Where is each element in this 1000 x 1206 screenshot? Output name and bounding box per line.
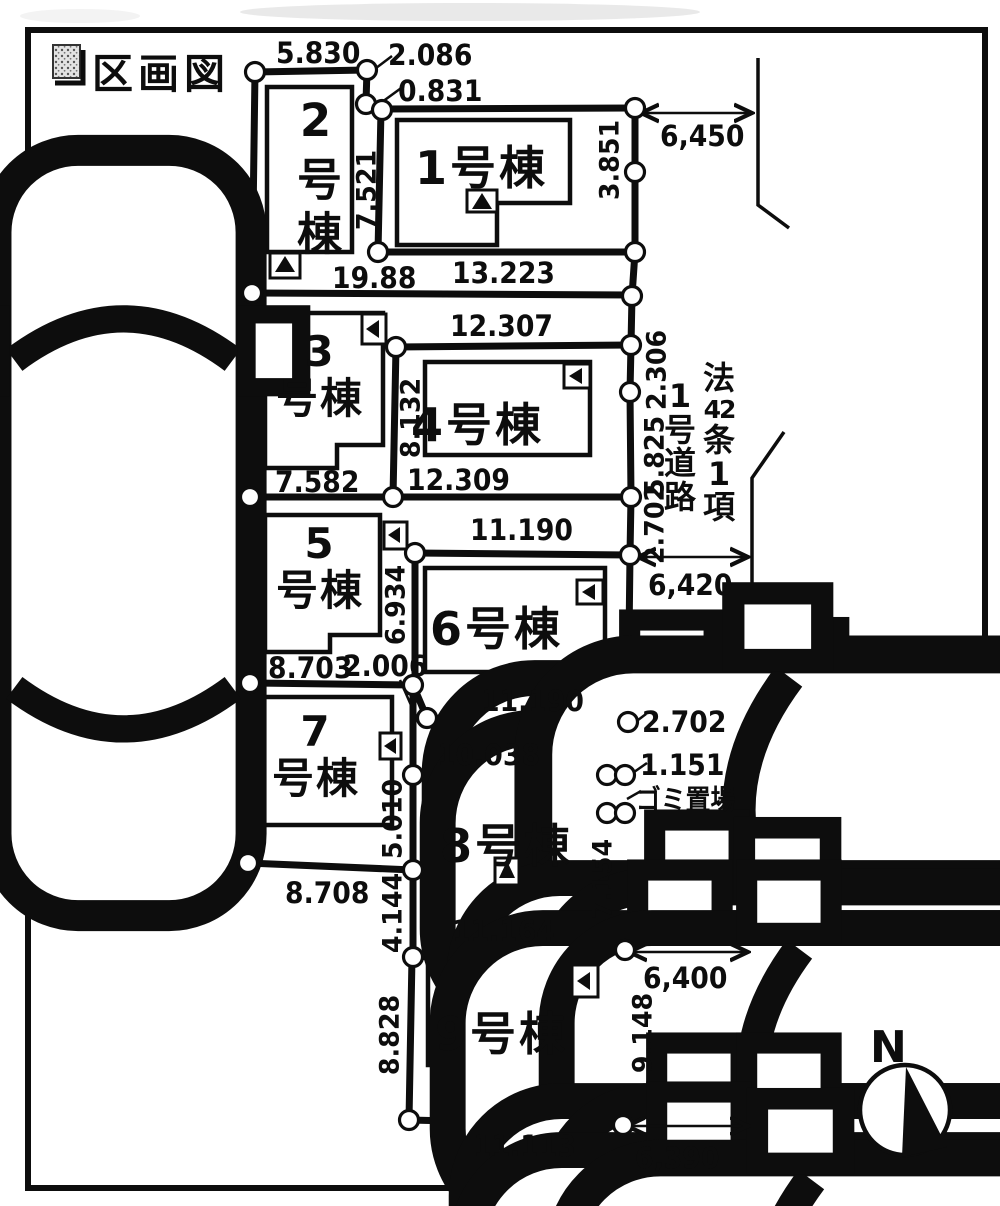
triangle-marker-lot4	[562, 362, 592, 390]
triangle-marker-lot9	[570, 963, 600, 999]
triangle-marker-lot3	[360, 312, 388, 346]
dim-lot1-parking-side: 3.851	[594, 119, 626, 201]
dim-lot7-bottom: 8.708	[285, 876, 370, 910]
road-name-char: 道	[664, 444, 697, 483]
dim-road-width-bottom: 6,390	[635, 1141, 720, 1175]
dim-lot4-top: 12.307	[450, 309, 553, 343]
compass-north-label: N	[870, 1022, 907, 1073]
road-law-char: 法	[703, 359, 736, 397]
triangle-marker-lot6	[575, 578, 605, 606]
lot-4-label: 4号棟	[411, 398, 545, 452]
lot-8-label: 8号棟	[440, 819, 574, 873]
triangle-marker-lot7	[378, 731, 403, 761]
lot-5-suffix: 号棟	[275, 566, 364, 616]
dim-lot2-top-width: 5.830	[276, 36, 361, 70]
lot-9-label: 9号棟	[435, 1007, 569, 1061]
triangle-marker-lot2	[268, 251, 302, 280]
road-law-char: 42	[703, 394, 737, 424]
dim-lot3-bottom: 7.582	[275, 465, 360, 499]
road-name-label: 1 号 道 路	[664, 380, 696, 514]
triangle-marker-lot5	[382, 520, 409, 551]
boundary-point-markers	[236, 58, 647, 1137]
dim-road-width-top: 6,450	[660, 119, 745, 153]
dim-garbage-offset-b: 1.151	[640, 748, 725, 782]
road-name-char: 路	[664, 477, 697, 516]
dim-lot8-top: 10.038	[437, 738, 540, 772]
dim-lot9-side-left: 8.828	[374, 994, 406, 1076]
dim-row1-bottom-total: 19.88	[332, 261, 417, 295]
dim-lot5-bottom-a: 8.703	[268, 651, 353, 685]
lot-7-number: 7	[300, 707, 332, 756]
dim-lot1-bottom: 13.223	[452, 256, 555, 290]
lot-6-label: 6号棟	[430, 602, 564, 656]
road-law-char: 項	[703, 488, 736, 527]
triangle-marker-lot8	[493, 856, 521, 887]
road-name-char: 1	[668, 377, 692, 415]
dim-jog-b: 0.831	[398, 74, 483, 108]
lot-1-label: 1号棟	[415, 141, 549, 195]
page-title: 区画図	[92, 50, 230, 98]
garbage-storage-label: ゴミ置場	[636, 785, 736, 816]
lot-5-number: 5	[304, 519, 336, 568]
dim-lot3-lot4-divider: 8.132	[395, 377, 427, 459]
dim-lot4-bottom: 12.309	[407, 463, 510, 497]
road-law-label: 法 42 条 1 項	[703, 359, 737, 527]
direction-markers	[268, 188, 605, 999]
dim-road-width-lower: 6,400	[643, 961, 728, 995]
dim-jog-a: 2.086	[388, 38, 473, 72]
dim-lot2-lot1-divider: 7.521	[351, 149, 383, 231]
dim-road-width-mid: 6,420	[648, 568, 733, 602]
dim-lot8-bottom: 11.164	[452, 914, 555, 948]
dim-lot9-side-right: 9.148	[627, 992, 659, 1074]
dim-lot9-bottom: 11.113	[473, 1129, 576, 1163]
road-law-char: 条	[703, 421, 736, 460]
dim-lot7-divider-upper: 5.010	[377, 778, 409, 860]
dim-lot6-top: 11.190	[470, 513, 573, 547]
north-arrow-icon	[857, 1062, 953, 1158]
lot-3-suffix: 号棟	[275, 374, 364, 424]
dim-garbage-offset-a: 2.702	[642, 705, 727, 739]
road-law-char: 1	[707, 454, 731, 493]
house-7-outline	[259, 694, 395, 828]
house-2-outline	[264, 84, 355, 255]
dim-lot5-lot6-divider: 6.934	[380, 564, 412, 646]
road-name-char: 号	[664, 410, 697, 449]
dim-lot6-bottom: 11.190	[481, 684, 584, 718]
dim-lot7-divider-lower: 4.144	[377, 872, 409, 954]
title-hatched-square-icon	[52, 44, 86, 86]
car-icon	[0, 150, 301, 915]
lot-3-number: 3	[304, 327, 336, 376]
lot-7-suffix: 号棟	[271, 754, 360, 804]
triangle-marker-lot1	[465, 188, 499, 214]
dim-lot5-bottom-b: 2.006	[343, 649, 428, 683]
dim-lot8-side: 7.154	[587, 838, 619, 920]
scan-artifacts	[20, 3, 700, 23]
lot-2-label: 2号棟	[289, 94, 342, 264]
